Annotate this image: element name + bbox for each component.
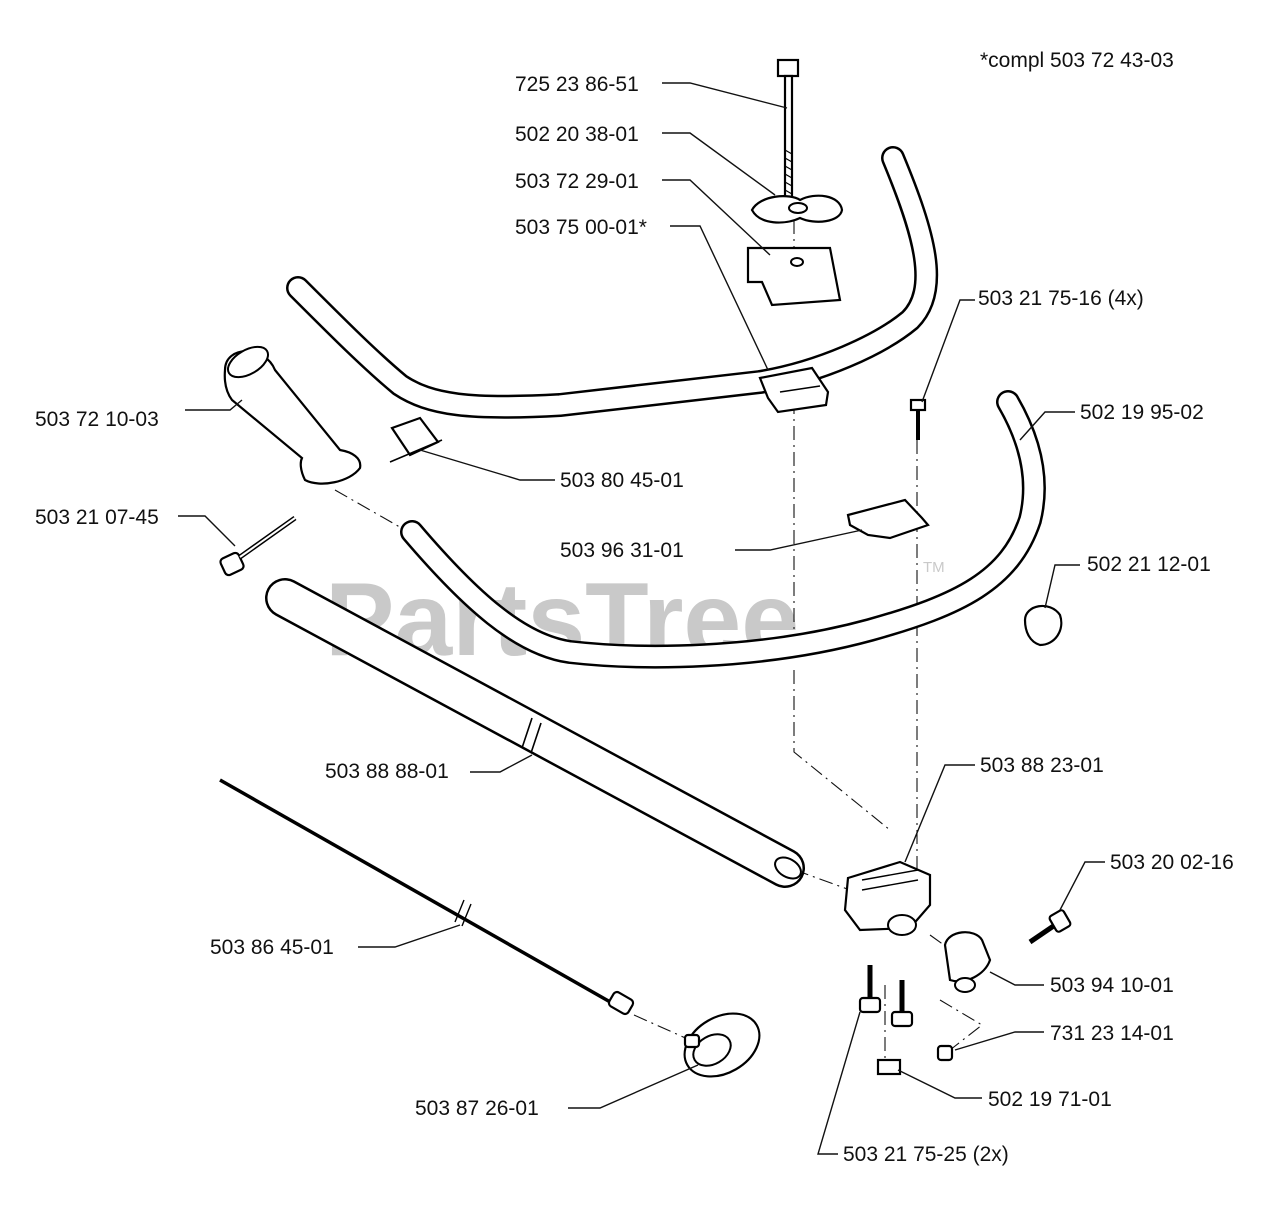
label-503-72-29-01: 503 72 29-01 bbox=[515, 170, 639, 193]
watermark-trademark: TM bbox=[923, 559, 945, 576]
clamp-cap bbox=[746, 246, 842, 307]
screws-bottom bbox=[858, 965, 954, 1076]
drive-shaft bbox=[219, 778, 635, 1016]
screw-right-upper bbox=[909, 398, 927, 440]
part-labels: *compl 503 72 43-03 725 23 86-51 502 20 … bbox=[35, 49, 1234, 1166]
label-503-21-75-25: 503 21 75-25 (2x) bbox=[843, 1143, 1009, 1166]
upper-handlebar bbox=[286, 146, 939, 419]
lower-handlebar bbox=[400, 390, 1046, 669]
label-503-94-10-01: 503 94 10-01 bbox=[1050, 974, 1174, 997]
label-503-80-45-01: 503 80 45-01 bbox=[560, 469, 684, 492]
label-503-20-02-16: 503 20 02-16 bbox=[1110, 851, 1234, 874]
clutch-drum bbox=[683, 1012, 761, 1078]
completion-note: *compl 503 72 43-03 bbox=[980, 49, 1174, 72]
wing-knob bbox=[750, 194, 844, 224]
lower-clamp bbox=[846, 498, 930, 540]
label-503-87-26-01: 503 87 26-01 bbox=[415, 1097, 539, 1120]
label-503-96-31-01: 503 96 31-01 bbox=[560, 539, 684, 562]
handle-grip bbox=[223, 345, 362, 485]
screw-left bbox=[219, 515, 297, 577]
label-503-88-88-01: 503 88 88-01 bbox=[325, 760, 449, 783]
label-502-20-38-01: 502 20 38-01 bbox=[515, 123, 639, 146]
label-502-19-95-02: 502 19 95-02 bbox=[1080, 401, 1204, 424]
label-503-21-75-16: 503 21 75-16 (4x) bbox=[978, 287, 1144, 310]
label-502-19-71-01: 502 19 71-01 bbox=[988, 1088, 1112, 1111]
side-bracket bbox=[943, 931, 992, 993]
label-731-23-14-01: 731 23 14-01 bbox=[1050, 1022, 1174, 1045]
screw-503-20-02-16 bbox=[1028, 909, 1072, 945]
knob-right bbox=[1023, 604, 1063, 647]
cable-clip bbox=[389, 416, 443, 463]
bolt-top bbox=[776, 58, 800, 208]
label-503-21-07-45: 503 21 07-45 bbox=[35, 506, 159, 529]
shaft-tube bbox=[265, 578, 805, 888]
handle-bracket bbox=[758, 366, 830, 414]
label-725-23-86-51: 725 23 86-51 bbox=[515, 73, 639, 96]
label-503-72-10-03: 503 72 10-03 bbox=[35, 408, 159, 431]
label-503-88-23-01: 503 88 23-01 bbox=[980, 754, 1104, 777]
label-503-75-00-01: 503 75 00-01* bbox=[515, 216, 647, 239]
coupling-housing bbox=[843, 860, 932, 936]
label-502-21-12-01: 502 21 12-01 bbox=[1087, 553, 1211, 576]
label-503-86-45-01: 503 86 45-01 bbox=[210, 936, 334, 959]
leader-lines bbox=[178, 82, 1105, 1155]
